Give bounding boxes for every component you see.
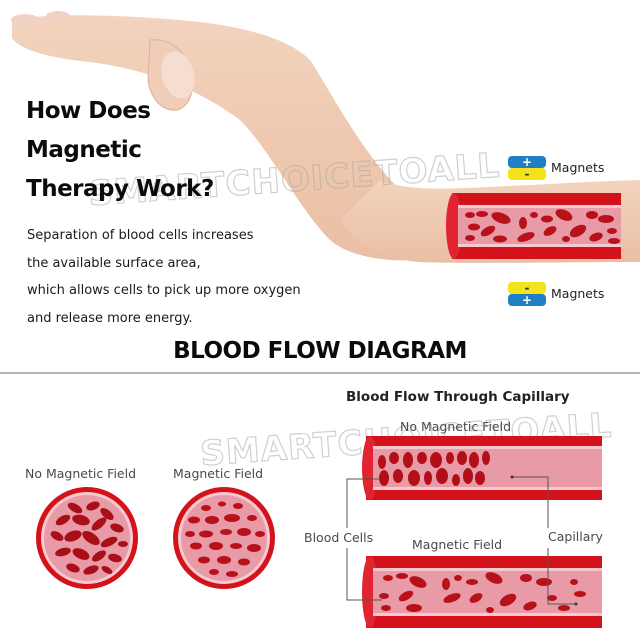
description-line: and release more energy. <box>27 310 193 326</box>
section-title: BLOOD FLOW DIAGRAM <box>173 338 467 364</box>
cross-section-label: No Magnetic Field <box>25 466 137 481</box>
capillary-illustration <box>346 436 602 628</box>
divider <box>0 372 640 374</box>
magnet-label: Magnets <box>551 286 605 301</box>
description-line: which allows cells to pick up more oxyge… <box>27 283 301 298</box>
blood-vessel-illustration <box>446 193 621 259</box>
description-line: Separation of blood cells increases <box>27 228 254 243</box>
magnet-icon: - + <box>508 282 546 306</box>
svg-text:+: + <box>522 156 532 169</box>
title-line: How Does <box>26 98 151 124</box>
capillary-callout: Capillary <box>548 529 603 544</box>
cross-section-with-field <box>173 487 275 589</box>
magnet-label: Magnets <box>551 160 605 175</box>
svg-text:-: - <box>525 167 530 180</box>
description: Separation of blood cells increases the … <box>27 222 301 332</box>
cross-section-no-field <box>36 487 138 589</box>
svg-text:+: + <box>522 293 532 306</box>
title-line: Therapy Work? <box>26 176 214 202</box>
magnet-icon: + - <box>508 156 546 180</box>
capillary-bottom-label: Magnetic Field <box>412 537 503 552</box>
page-title: How Does Magnetic Therapy Work? <box>26 92 214 209</box>
capillary-top-label: No Magnetic Field <box>400 419 512 434</box>
description-line: the available surface area, <box>27 255 201 271</box>
blood-cells-callout: Blood Cells <box>304 530 374 545</box>
title-line: Magnetic <box>26 137 142 163</box>
svg-text:-: - <box>525 282 530 295</box>
capillary-title: Blood Flow Through Capillary <box>346 389 570 405</box>
cross-section-label: Magnetic Field <box>173 466 264 481</box>
